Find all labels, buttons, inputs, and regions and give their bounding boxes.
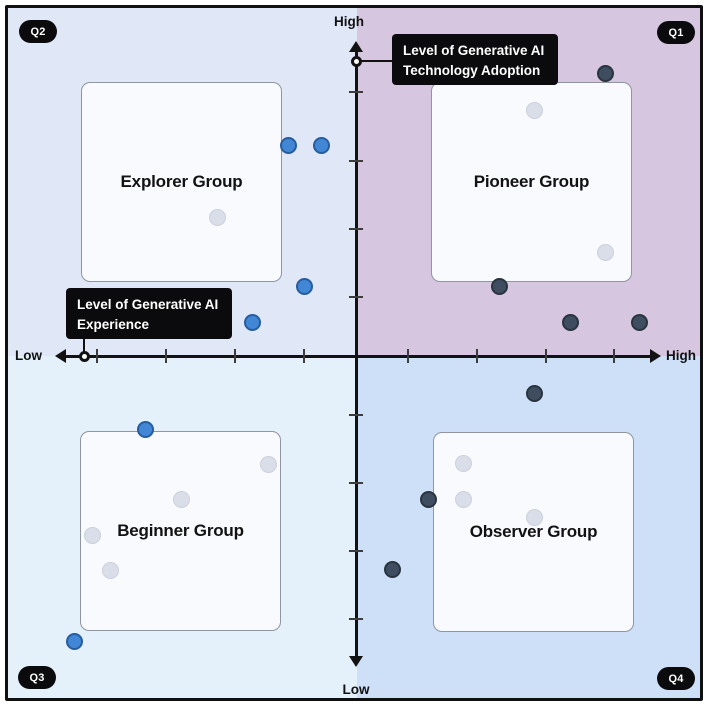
pioneer-group-label: Pioneer Group — [473, 172, 590, 191]
data-point-blue — [243, 313, 261, 331]
x-axis-low-label: Low — [15, 348, 42, 363]
explorer-group-label: Explorer Group — [120, 172, 243, 191]
x-axis-tick — [476, 349, 478, 363]
data-point-light — [454, 490, 472, 508]
y-axis-tick — [349, 160, 363, 162]
y-axis-tick — [349, 228, 363, 230]
y-axis-tick — [349, 482, 363, 484]
y-axis-tick — [349, 91, 363, 93]
x-axis-arrow-right-icon — [650, 349, 661, 363]
x-axis-arrow-left-icon — [55, 349, 66, 363]
explorer-group-card: Explorer Group — [81, 82, 282, 282]
y-axis-tick — [349, 414, 363, 416]
data-point-light — [454, 454, 472, 472]
y-axis-tick — [349, 296, 363, 298]
data-point-navy — [630, 313, 648, 331]
quadrant-badge-q2: Q2 — [19, 20, 57, 43]
data-point-navy — [525, 384, 543, 402]
data-point-blue — [136, 420, 154, 438]
y-axis-high-label: High — [334, 14, 364, 29]
x-axis-tick — [545, 349, 547, 363]
data-point-light — [83, 526, 101, 544]
data-point-light — [596, 243, 614, 261]
data-point-light — [172, 490, 190, 508]
y-axis-low-label: Low — [342, 682, 370, 697]
data-point-light — [525, 101, 543, 119]
y-axis-label-connector — [358, 60, 392, 62]
x-axis-tick — [613, 349, 615, 363]
x-axis-label-connector — [83, 337, 85, 356]
data-point-navy — [490, 277, 508, 295]
data-point-light — [525, 508, 543, 526]
data-point-blue — [65, 632, 83, 650]
x-axis-tick — [165, 349, 167, 363]
x-axis-tick — [96, 349, 98, 363]
data-point-blue — [295, 277, 313, 295]
x-axis-title-line2: Experience — [77, 316, 150, 332]
observer-group-label: Observer Group — [469, 522, 598, 541]
x-axis-anchor-ring-icon — [79, 351, 90, 362]
data-point-blue — [279, 136, 297, 154]
beginner-group-card: Beginner Group — [80, 431, 281, 631]
beginner-group-label: Beginner Group — [117, 521, 244, 540]
quadrant-badge-q4: Q4 — [657, 667, 695, 690]
x-axis-high-label: High — [666, 348, 696, 363]
data-point-blue — [312, 136, 330, 154]
y-axis-anchor-ring-icon — [351, 56, 362, 67]
x-axis-tick — [407, 349, 409, 363]
x-axis-tick — [234, 349, 236, 363]
x-axis-title-line1: Level of Generative AI — [77, 297, 219, 312]
data-point-light — [259, 455, 277, 473]
quadrant-badge-q1: Q1 — [657, 21, 695, 44]
x-axis-line — [58, 355, 658, 358]
y-axis-title: Level of Generative AI Technology Adopti… — [392, 34, 558, 85]
y-axis-tick — [349, 550, 363, 552]
quadrant-badge-q3: Q3 — [18, 666, 56, 689]
observer-group-card: Observer Group — [433, 432, 634, 632]
x-axis-tick — [303, 349, 305, 363]
data-point-navy — [383, 560, 401, 578]
y-axis-title-line1: Level of Generative AI — [403, 43, 545, 58]
y-axis-title-line2: Technology Adoption — [403, 62, 541, 78]
data-point-navy — [561, 313, 579, 331]
x-axis-title: Level of Generative AI Experience — [66, 288, 232, 339]
data-point-light — [208, 208, 226, 226]
data-point-navy — [419, 490, 437, 508]
y-axis-arrow-down-icon — [349, 656, 363, 667]
data-point-navy — [596, 64, 614, 82]
y-axis-arrow-up-icon — [349, 41, 363, 52]
y-axis-tick — [349, 618, 363, 620]
data-point-light — [101, 561, 119, 579]
